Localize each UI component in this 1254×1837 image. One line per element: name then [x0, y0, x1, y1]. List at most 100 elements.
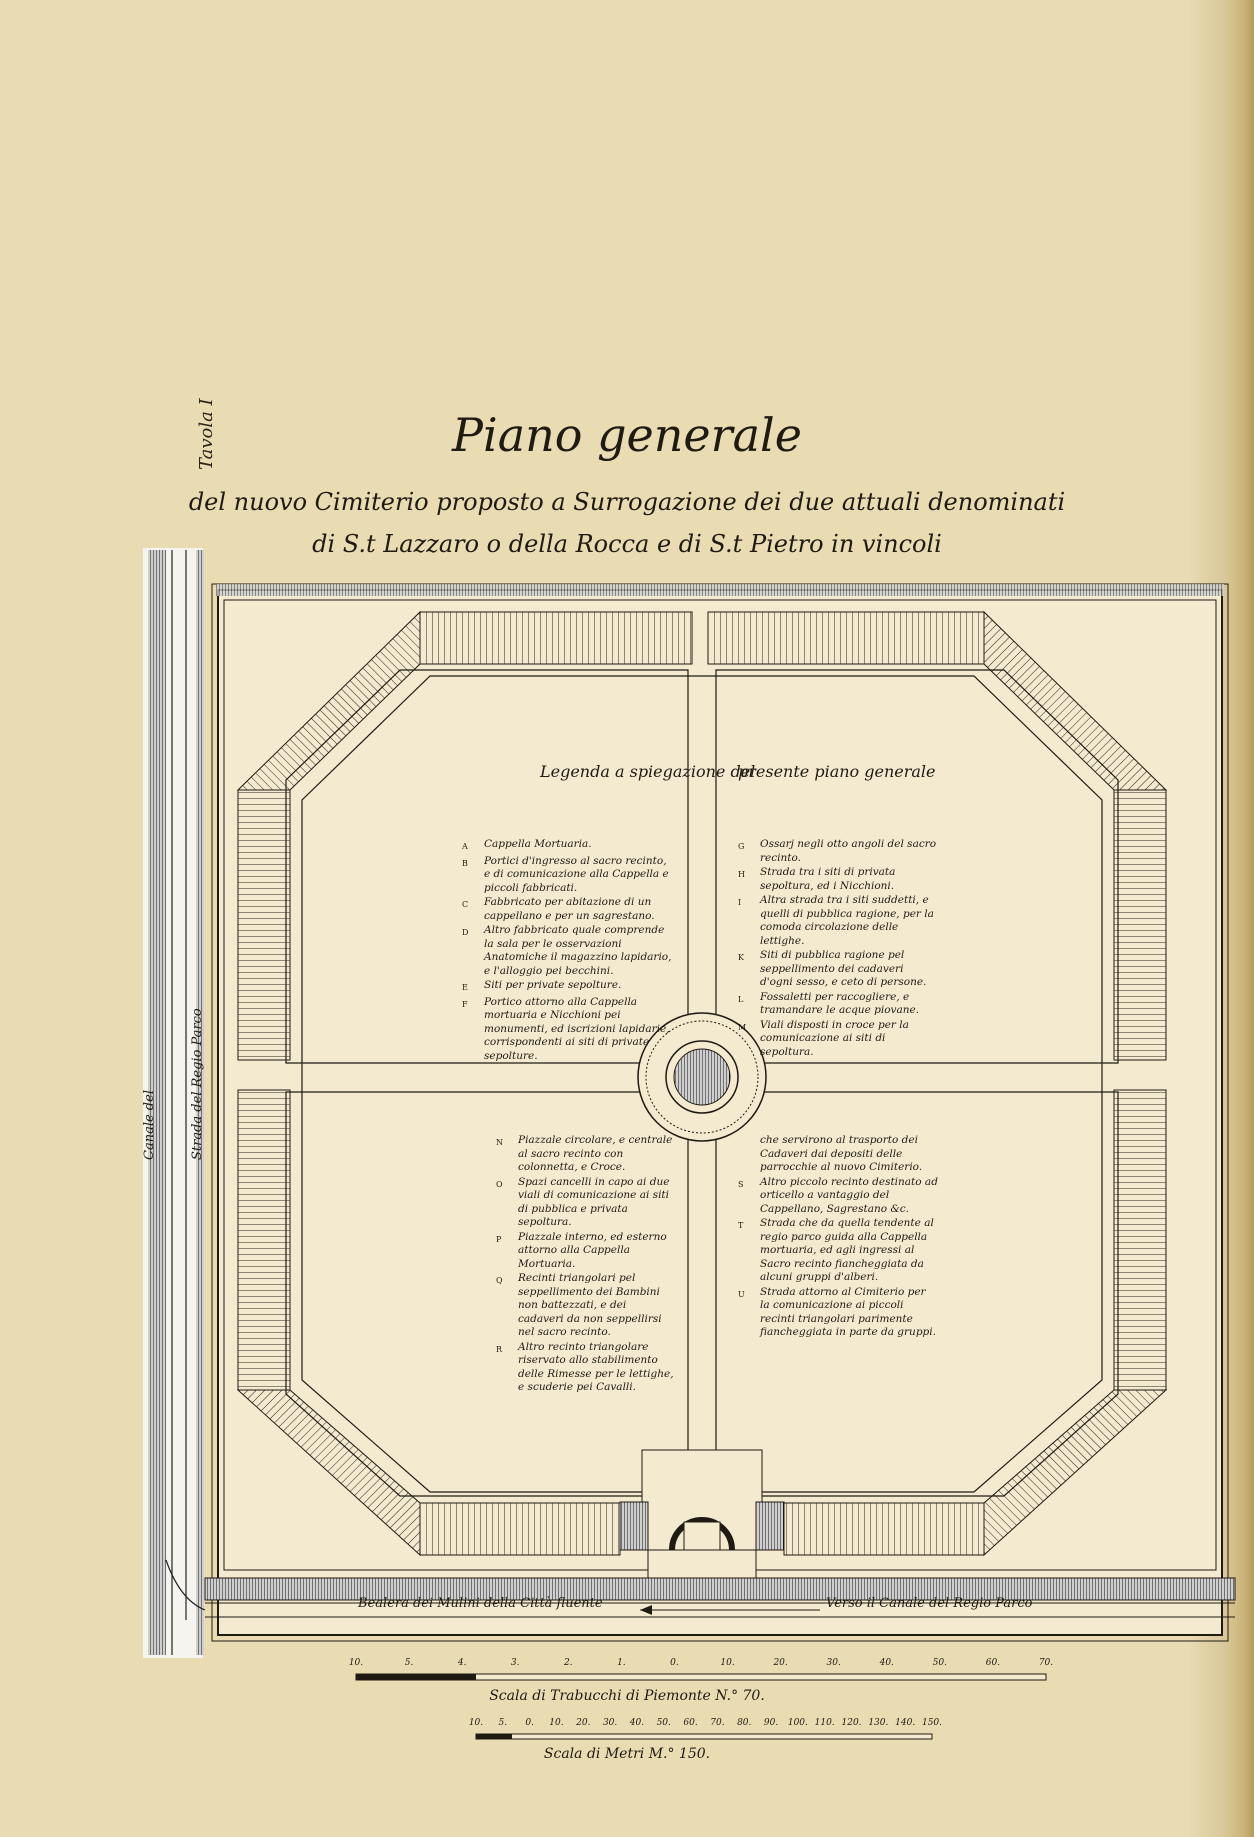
scale-tick-label: 10.: [468, 1718, 484, 1728]
legend-key: R: [496, 1344, 503, 1354]
legend-key: M: [738, 1022, 747, 1032]
scale-tick-label: 30.: [602, 1718, 618, 1728]
legend-key: [738, 1134, 760, 1175]
legend-entry: M Viali disposti in croce per la comunica…: [738, 1019, 938, 1060]
scale-tick-label: 0.: [670, 1658, 679, 1668]
legend-text: Viali disposti in croce per la comunicaz…: [760, 1018, 909, 1058]
scale-tick-label: 130.: [868, 1718, 889, 1728]
legend-key: I: [738, 898, 742, 907]
legend-text: Fabbricato per abitazione di un cappella…: [484, 896, 655, 922]
legend-text: Piazzale circolare, e centrale al sacro …: [518, 1134, 673, 1173]
niches-octagon: [236, 610, 1168, 1557]
scale-tick-label: 20.: [773, 1658, 788, 1668]
legend-col-4: che servirono al trasporto dei Cadaveri …: [738, 1134, 938, 1341]
legend-text: Strada attorno al Cimiterio per la comun…: [760, 1285, 936, 1339]
legend-text: Strada che da quella tendente al regio p…: [760, 1217, 934, 1283]
legend-heading-left: Legenda a spiegazione del: [540, 762, 756, 781]
legend-entry: E Siti per private sepolture.: [462, 979, 672, 995]
legend-text: Portici d'ingresso al sacro recinto, e d…: [484, 854, 669, 894]
legend-key: P: [496, 1234, 502, 1244]
canal-label-right: Verso il Canale del Regio Parco: [826, 1596, 1033, 1611]
scale-tick-label: 5.: [498, 1718, 508, 1728]
scale-tick-label: 50.: [932, 1658, 948, 1668]
legend-entry: U Strada attorno al Cimiterio per la comu…: [738, 1286, 938, 1340]
legend-entry: H Strada tra i siti di privata sepoltura,…: [738, 866, 938, 893]
scale-tick-label: 120.: [841, 1718, 862, 1728]
scale-tick-label: 70.: [1038, 1658, 1054, 1668]
legend-text: Altra strada tra i siti suddetti, e quel…: [760, 894, 934, 947]
left-road-strip: [143, 548, 206, 1658]
scale-trabucchi-ticks: 10.5.4.3.2.1.0.10.20.30.40.50.60.70.: [349, 1658, 1053, 1672]
scale-trabucchi-caption: Scala di Trabucchi di Piemonte N.° 70.: [489, 1688, 765, 1704]
plan-subtitle-line2: di S.t Lazzaro o della Rocca e di S.t Pi…: [312, 530, 942, 558]
legend-key: S: [738, 1179, 744, 1189]
scale-tick-label: 4.: [457, 1658, 467, 1668]
central-piazzale: [637, 1012, 767, 1142]
legend-text: Altro recinto triangolare riservato allo…: [518, 1340, 674, 1394]
plan-title: Piano generale: [452, 408, 802, 462]
scale-tick-label: 90.: [763, 1718, 779, 1728]
scale-tick-label: 110.: [814, 1718, 835, 1728]
scale-tick-label: 10.: [348, 1658, 364, 1668]
scale-tick-label: 60.: [985, 1658, 1001, 1668]
legend-text: che servirono al trasporto dei Cadaveri …: [760, 1134, 923, 1173]
legend-text: Siti per private sepolture.: [484, 979, 622, 991]
legend-key: Q: [496, 1276, 503, 1285]
scale-tick-label: 10.: [720, 1658, 735, 1668]
legend-text: Altro fabbricato quale comprende la sala…: [484, 924, 672, 977]
scale-bar-metri: [475, 1733, 933, 1740]
scale-tick-label: 20.: [576, 1718, 591, 1728]
scale-metri-caption: Scala di Metri M.° 150.: [543, 1746, 711, 1762]
legend-key: F: [462, 999, 468, 1009]
scale-tick-label: 150.: [921, 1718, 943, 1728]
scale-tick-label: 10.: [549, 1718, 564, 1728]
mortuary-chapel: [619, 1449, 785, 1581]
road-label: Strada del Regio Parco: [190, 1008, 205, 1160]
legend-entry: I Altra strada tra i siti suddetti, e que…: [738, 894, 938, 948]
plan-subtitle-line1: del nuovo Cimiterio proposto a Surrogazi…: [188, 488, 1066, 516]
legend-key: C: [462, 900, 469, 909]
scale-tick-label: 2.: [564, 1658, 573, 1668]
legend-text: Fossaletti per raccogliere, e tramandare…: [760, 990, 920, 1017]
legend-key: T: [738, 1221, 744, 1230]
legend-key: D: [462, 928, 469, 937]
scale-tick-label: 100.: [787, 1718, 808, 1728]
legend-key: O: [496, 1179, 503, 1189]
legend-text: Recinti triangolari pel seppellimento de…: [518, 1272, 662, 1338]
legend-text: Spazi cancelli in capo ai due viali di c…: [518, 1175, 670, 1229]
side-canal-label: Canale del: [142, 1090, 157, 1160]
legend-key: B: [462, 858, 468, 868]
scale-metri-ticks: 10.5.0.10.20.30.40.50.60.70.80.90.100.11…: [469, 1718, 942, 1732]
legend-key: K: [738, 953, 744, 962]
inner-roads: [285, 669, 1119, 1497]
legend-key: E: [462, 983, 468, 992]
legend-key: U: [738, 1289, 745, 1299]
canal-label-left: Bealera dei Mulini della Città fluente: [358, 1596, 603, 1611]
legend-entry: P Piazzale interno, ed esterno attorno al…: [496, 1231, 674, 1272]
legend-text: Strada tra i siti di privata sepoltura, …: [760, 866, 896, 892]
legend-entry: O Spazi cancelli in capo ai due viali di …: [496, 1176, 674, 1230]
scale-bar-trabucchi: [355, 1673, 1047, 1681]
legend-entry: T Strada che da quella tendente al regio …: [738, 1217, 938, 1285]
legend-text: Cappella Mortuaria.: [484, 838, 592, 850]
scale-tick-label: 140.: [895, 1718, 916, 1728]
scale-tick-label: 3.: [510, 1658, 520, 1668]
legend-key: N: [496, 1138, 503, 1147]
legend-text: Piazzale interno, ed esterno attorno all…: [518, 1230, 667, 1270]
page-spine: [1228, 0, 1254, 1837]
legend-col-3: N Piazzale circolare, e centrale al sacro…: [496, 1134, 674, 1396]
legend-key: H: [738, 870, 745, 879]
legend-entry: B Portici d'ingresso al sacro recinto, e …: [462, 855, 672, 896]
scale-tick-label: 70.: [710, 1718, 725, 1728]
scale-tick-label: 40.: [629, 1718, 645, 1728]
legend-text: Ossarj negli otto angoli del sacro recin…: [760, 838, 937, 864]
